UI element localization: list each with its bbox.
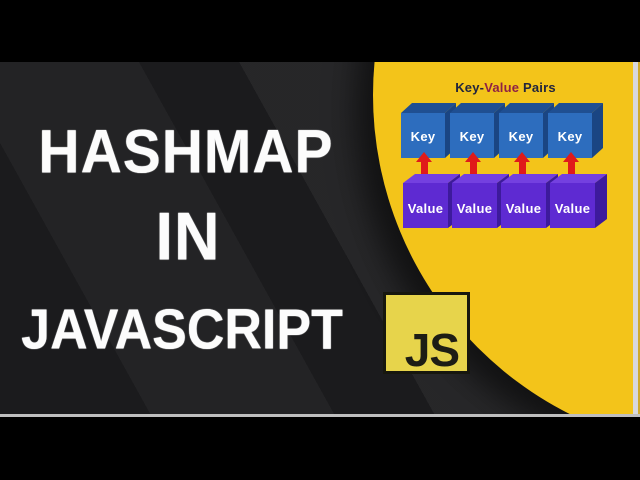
javascript-logo-icon: JS — [383, 292, 470, 376]
cube-front-face — [548, 113, 592, 158]
diagram-title-pairs: Pairs — [519, 80, 556, 95]
cube-top-face — [450, 103, 505, 113]
diagram-title-key: Key- — [455, 80, 485, 95]
value-cube-label: Value — [505, 201, 542, 216]
diagram-title: Key-Value Pairs — [428, 80, 583, 95]
cube-top-face — [401, 103, 456, 113]
top-letterbox-bar — [0, 0, 640, 62]
cube-top-face — [452, 174, 509, 183]
js-logo-text: JS — [404, 324, 460, 376]
headline-line-1: HASHMAP — [38, 117, 334, 187]
diagram-title-value: Value — [484, 80, 520, 95]
cube-side-face — [592, 103, 603, 158]
right-edge-strip — [633, 62, 638, 414]
cube-front-face — [450, 113, 494, 158]
headline-line-3: JAVASCRIPT — [21, 298, 343, 362]
value-cube: Value — [550, 174, 608, 228]
cube-front-face — [401, 113, 445, 158]
cube-front-face — [499, 113, 543, 158]
cube-top-face — [499, 103, 554, 113]
thumbnail-content: HASHMAP IN JAVASCRIPT Key-Value Pairs Ke… — [0, 62, 640, 414]
key-cube-label: Key — [557, 129, 583, 144]
key-cube-label: Key — [459, 129, 485, 144]
cube-side-face — [595, 174, 607, 228]
cube-top-face — [550, 174, 607, 183]
key-cube: Key — [401, 103, 457, 159]
cube-top-face — [501, 174, 558, 183]
value-cube-label: Value — [554, 201, 591, 216]
bottom-letterbox-bar — [0, 417, 640, 480]
cube-top-face — [548, 103, 603, 113]
cube-front-face — [501, 183, 546, 228]
bottom-separator-line — [0, 414, 640, 417]
key-cube: Key — [450, 103, 506, 159]
cube-front-face — [403, 183, 448, 228]
cube-front-face — [452, 183, 497, 228]
headline-line-2: IN — [155, 199, 221, 275]
right-edge-sliver — [638, 62, 640, 414]
key-cube: Key — [548, 103, 604, 159]
key-cube-label: Key — [410, 129, 436, 144]
value-cube-label: Value — [456, 201, 493, 216]
value-cube-label: Value — [407, 201, 444, 216]
key-cube: Key — [499, 103, 555, 159]
key-cube-label: Key — [508, 129, 534, 144]
cube-top-face — [403, 174, 460, 183]
cube-front-face — [550, 183, 595, 228]
